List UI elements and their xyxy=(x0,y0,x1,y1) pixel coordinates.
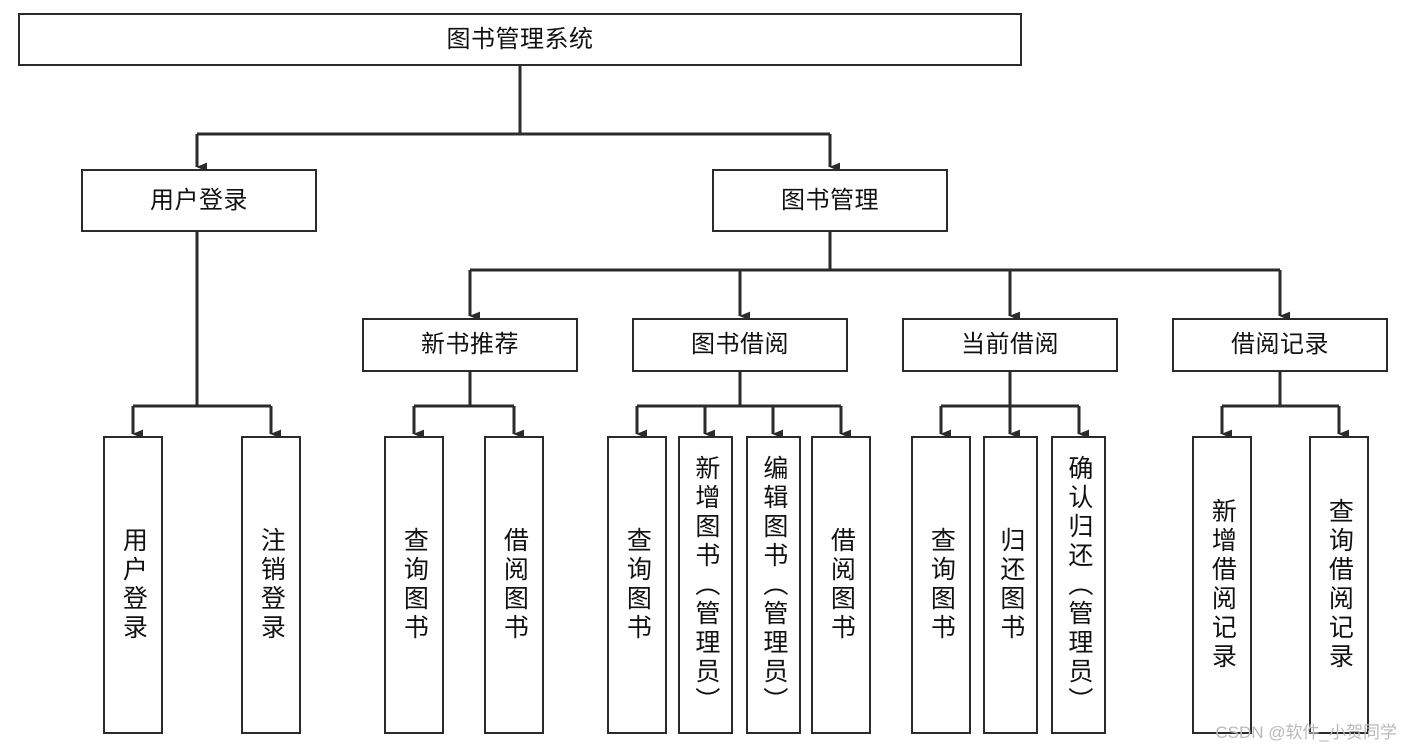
node-query-book-current[interactable]: 查询图书 xyxy=(911,436,971,734)
node-confirm-return[interactable]: 确认归还（管理员） xyxy=(1051,436,1106,734)
node-new-book-recommend[interactable]: 新书推荐 xyxy=(362,318,578,372)
csdn-watermark: CSDN @软件_小贺同学 xyxy=(1215,723,1397,742)
node-borrow-book[interactable]: 借阅图书 xyxy=(811,436,871,734)
node-add-borrow-record[interactable]: 新增借阅记录 xyxy=(1192,436,1252,734)
node-add-book[interactable]: 新增图书（管理员） xyxy=(678,436,733,734)
node-label: 当前借阅 xyxy=(961,331,1059,359)
node-book-borrow[interactable]: 图书借阅 xyxy=(632,318,848,372)
node-label: 借阅图书 xyxy=(827,527,856,643)
node-query-book-borrow[interactable]: 查询图书 xyxy=(607,436,667,734)
node-query-borrow-record[interactable]: 查询借阅记录 xyxy=(1309,436,1369,734)
node-label: 借阅记录 xyxy=(1231,331,1329,359)
node-root-system[interactable]: 图书管理系统 xyxy=(18,13,1022,66)
node-login[interactable]: 用户登录 xyxy=(103,436,163,734)
node-borrow-book-recommend[interactable]: 借阅图书 xyxy=(484,436,544,734)
node-current-borrow[interactable]: 当前借阅 xyxy=(902,318,1118,372)
node-label: 图书管理 xyxy=(781,186,879,214)
node-label: 新书推荐 xyxy=(421,331,519,359)
node-label: 查询图书 xyxy=(927,527,956,643)
node-query-book-recommend[interactable]: 查询图书 xyxy=(384,436,444,734)
node-label: 查询图书 xyxy=(623,527,652,643)
node-logout[interactable]: 注销登录 xyxy=(241,436,301,734)
node-label: 查询图书 xyxy=(400,527,429,643)
node-label: 用户登录 xyxy=(150,186,248,214)
node-label: 编辑图书（管理员） xyxy=(759,454,788,716)
node-label: 用户登录 xyxy=(119,527,148,643)
node-label: 新增图书（管理员） xyxy=(691,454,720,716)
node-label: 归还图书 xyxy=(996,527,1025,643)
node-book-management[interactable]: 图书管理 xyxy=(712,169,948,232)
node-label: 查询借阅记录 xyxy=(1325,498,1354,672)
node-label: 确认归还（管理员） xyxy=(1064,454,1093,716)
node-label: 图书借阅 xyxy=(691,331,789,359)
node-label: 借阅图书 xyxy=(500,527,529,643)
node-label: 图书管理系统 xyxy=(446,25,594,53)
node-edit-book[interactable]: 编辑图书（管理员） xyxy=(746,436,801,734)
node-label: 注销登录 xyxy=(257,527,286,643)
node-user-login[interactable]: 用户登录 xyxy=(81,169,317,232)
node-return-book[interactable]: 归还图书 xyxy=(983,436,1038,734)
node-label: 新增借阅记录 xyxy=(1208,498,1237,672)
node-borrow-record[interactable]: 借阅记录 xyxy=(1172,318,1388,372)
